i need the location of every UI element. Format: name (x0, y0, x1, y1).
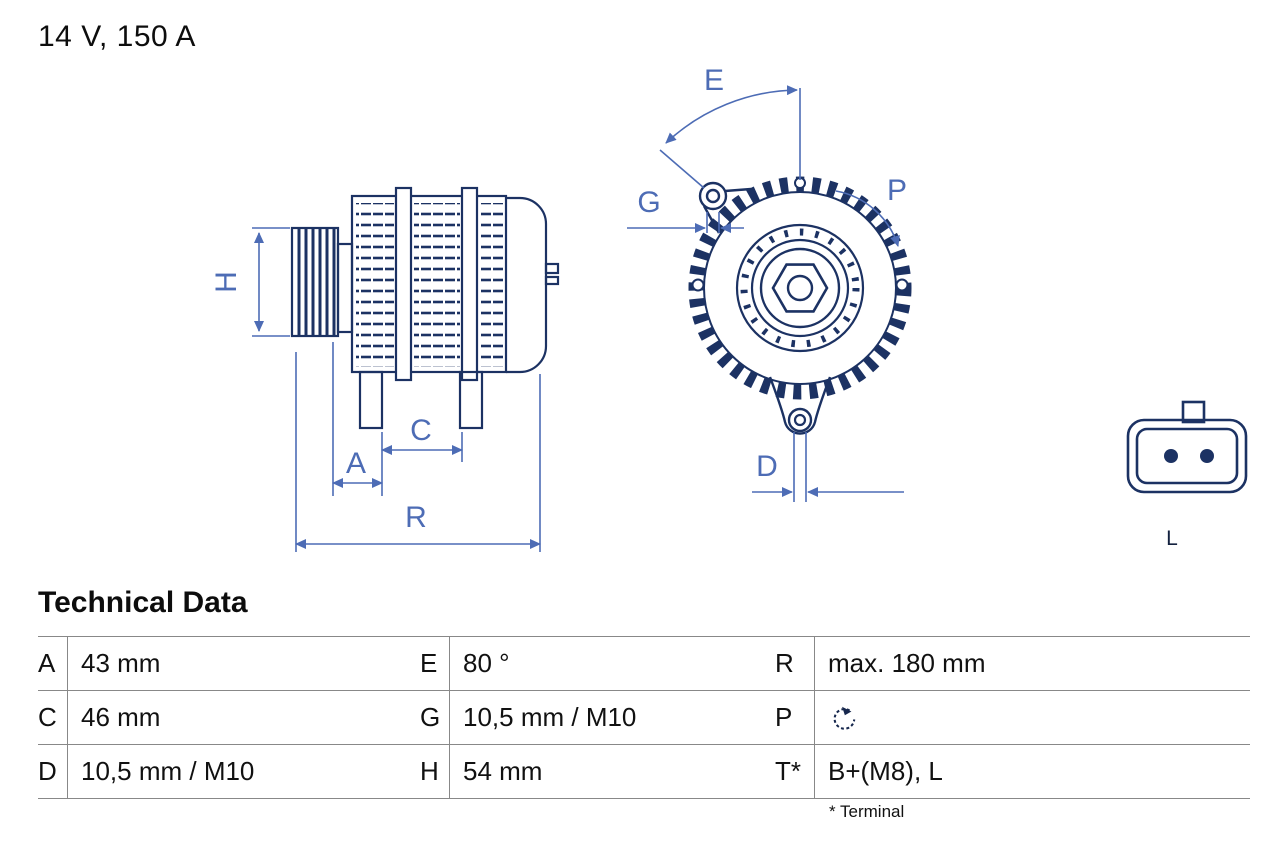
technical-data-table: A 43 mm E 80 ° R max. 180 mm C 46 mm G 1… (38, 636, 1250, 799)
spec-key-c: C (38, 691, 68, 745)
side-view-dimension-labels: H A C R (210, 271, 432, 534)
connector-housing (1126, 418, 1248, 494)
connector-view (1126, 400, 1248, 494)
alternator-body (350, 194, 508, 374)
spec-key-g: G (420, 691, 450, 745)
spec-key-r: R (775, 637, 815, 691)
mounting-lug-right (458, 370, 484, 430)
b-plus-terminal (544, 262, 560, 275)
dim-label-e: E (704, 64, 724, 97)
bottom-lug (768, 376, 832, 435)
side-view (290, 186, 560, 430)
mounting-lug-left (358, 370, 384, 430)
alternator-technical-drawing: H A C R E (210, 64, 1248, 552)
mounting-ear (698, 181, 752, 234)
front-view-dimension-labels: E G P D (637, 64, 907, 483)
shaft-nut (771, 263, 829, 313)
connector-label: L (1166, 527, 1178, 550)
spec-value-h: 54 mm (450, 745, 775, 799)
spec-value-c: 46 mm (68, 691, 420, 745)
vent-slot-ring (688, 176, 912, 400)
connector-pin (1200, 449, 1214, 463)
spec-value-r: max. 180 mm (815, 637, 1250, 691)
spec-key-d: D (38, 745, 68, 799)
dim-label-d: D (756, 450, 778, 483)
spec-value-t: B+(M8), L (815, 745, 1250, 799)
dim-label-r: R (405, 501, 427, 534)
technical-data-title: Technical Data (38, 586, 248, 619)
dim-label-h: H (210, 271, 243, 293)
product-rating: 14 V, 150 A (38, 20, 196, 53)
spec-value-g: 10,5 mm / M10 (450, 691, 775, 745)
spec-key-h: H (420, 745, 450, 799)
spec-value-e: 80 ° (450, 637, 775, 691)
terminal-footnote: * Terminal (829, 802, 905, 821)
front-view-dimension-lines (627, 85, 904, 502)
dim-label-g: G (637, 186, 660, 219)
spec-key-e: E (420, 637, 450, 691)
connector-pin (1164, 449, 1178, 463)
dim-label-c: C (410, 414, 432, 447)
rotation-direction-icon (833, 706, 856, 730)
dim-label-p: P (887, 174, 907, 207)
spec-key-a: A (38, 637, 68, 691)
connector-tab (1181, 400, 1206, 424)
spec-value-a: 43 mm (68, 637, 420, 691)
side-view-dimension-lines (252, 227, 541, 552)
front-view (688, 176, 912, 435)
spec-key-p: P (775, 691, 815, 745)
spec-value-p (815, 691, 1250, 745)
spec-key-t: T* (775, 745, 815, 799)
dim-label-a: A (346, 447, 366, 480)
spec-value-d: 10,5 mm / M10 (68, 745, 420, 799)
rear-cap (506, 196, 548, 374)
